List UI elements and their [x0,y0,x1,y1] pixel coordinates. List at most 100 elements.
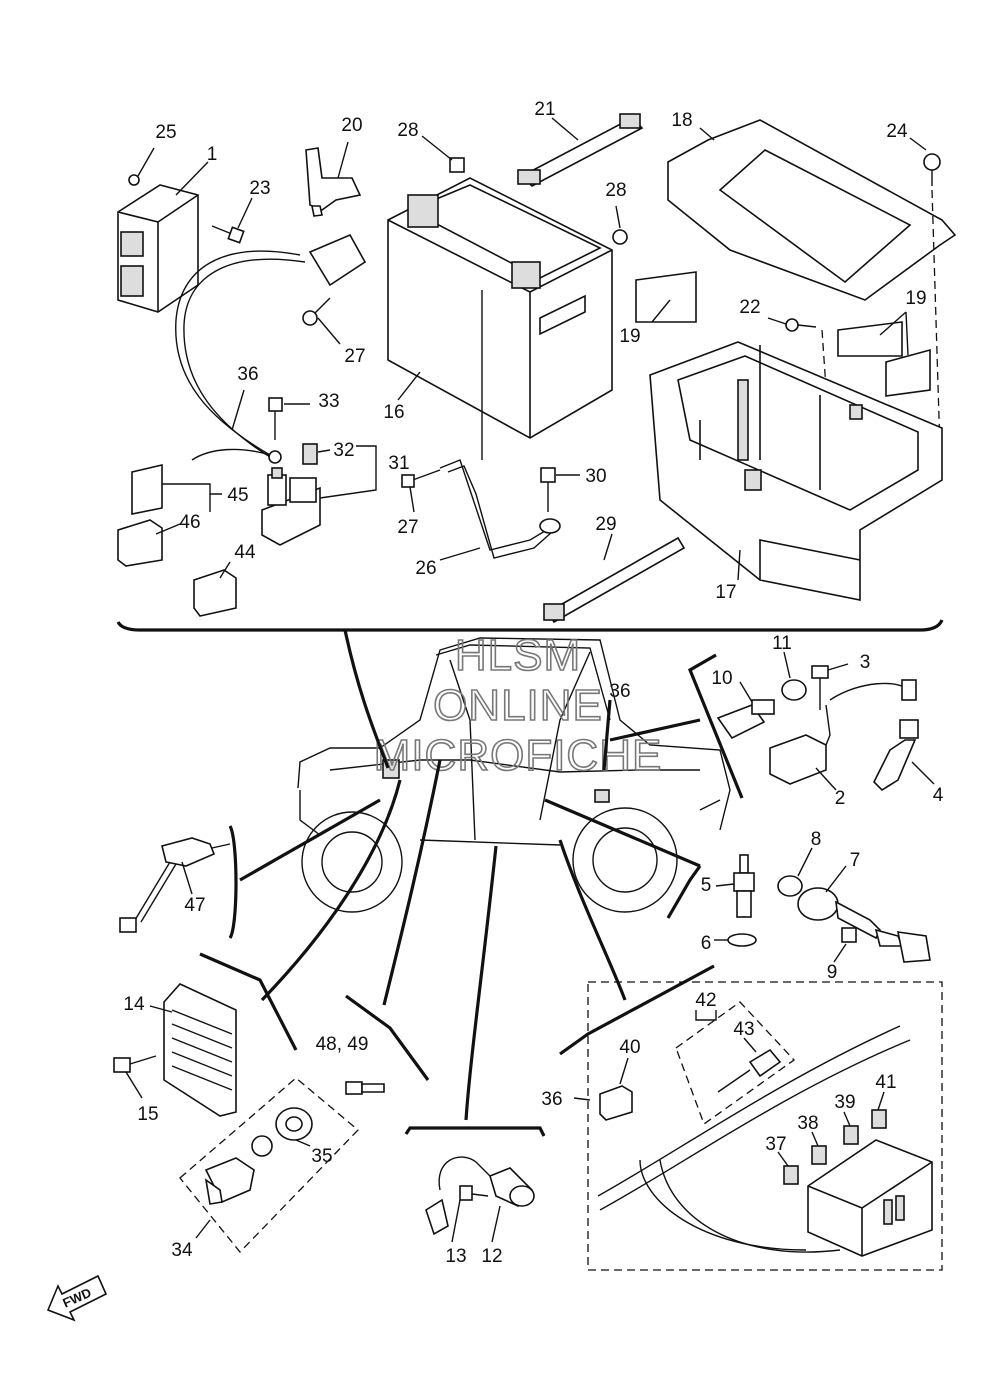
ecu-unit [117,184,199,313]
fuse-37 [783,1165,799,1185]
sensor-12 [438,1156,535,1207]
bolt-15 [113,1055,157,1073]
callout-24: 24 [886,121,908,142]
vehicle-outline [297,637,731,913]
callout-43: 43 [733,1019,754,1040]
callout-16: 16 [383,402,404,423]
callout-6: 6 [701,933,712,954]
callout-28-a: 28 [397,120,418,141]
callout-17: 17 [715,582,736,603]
fwd-arrow-icon: FWD [46,1274,108,1322]
callout-34: 34 [171,1240,193,1261]
callout-36-a: 36 [237,364,258,385]
leader-lines [239,629,701,1121]
sensor-47 [119,837,231,933]
bracket-36 [559,964,715,1056]
callout-46: 46 [179,512,200,533]
callout-21: 21 [534,99,555,120]
rubber-pad-19-b [837,321,903,357]
bolt-9 [841,927,857,943]
fuse-41 [871,1109,887,1129]
group-36-box [587,981,943,1271]
callout-27-b: 27 [397,517,418,538]
coupler-13 [425,1198,449,1236]
bolt-24 [923,153,941,451]
watermark: HLSM ONLINE MICROFICHE [373,630,662,781]
callout-32: 32 [333,440,354,461]
o-ring-8 [777,875,803,897]
holder-44 [193,569,237,617]
group-34-box [179,1077,359,1253]
nut-28-b [612,229,628,245]
battery-box-cover [667,119,957,301]
group-42-box [675,1001,795,1126]
callout-23: 23 [249,178,270,199]
callout-35: 35 [311,1146,332,1167]
callout-20: 20 [341,115,362,136]
o-ring-11 [781,679,807,701]
relay-holder-46 [117,519,163,567]
bracket-key [345,994,430,1081]
bolt-13 [459,1185,489,1201]
callout-38: 38 [797,1113,818,1134]
callout-36-c: 36 [541,1089,562,1110]
nut-28-a [449,157,465,173]
fuse-39 [843,1125,859,1145]
rubber-pad-19-c [885,348,931,397]
key-48-49 [345,1081,385,1095]
callout-27-a: 27 [344,346,365,367]
wire-36 [175,250,301,456]
callout-37: 37 [765,1134,786,1155]
terminal-cover [308,233,367,287]
section-divider [116,619,944,632]
ignition-coil [769,679,917,785]
callout-36-b: 36 [609,681,630,702]
callout-26: 26 [415,558,436,579]
rubber-pad-19-a [635,271,697,323]
callout-29: 29 [595,514,616,535]
callout-44: 44 [234,542,256,563]
battery [387,177,613,439]
rectifier-regulator [163,983,237,1117]
switch-35 [275,1107,313,1141]
callout-2: 2 [835,788,846,809]
starter-relay [261,467,321,546]
callout-31: 31 [388,453,409,474]
callout-22: 22 [739,297,760,318]
connector-43 [717,1048,782,1093]
bolt-27-top [302,297,331,326]
spark-plug [733,854,755,918]
relay-40 [599,1085,633,1121]
callout-30: 30 [585,466,606,487]
bracket-12-13 [404,1126,546,1137]
wire-harness [597,1025,911,1253]
bolt-27-lower [401,469,441,488]
bracket-14 [199,952,298,1051]
bolt-25 [128,174,140,186]
callout-28-b: 28 [605,180,626,201]
main-switch-34 [204,1135,273,1205]
battery-box [649,341,943,601]
cable-tie-29 [543,536,686,624]
bolt-22 [785,318,827,389]
callout-39: 39 [834,1092,855,1113]
callout-1: 1 [207,144,218,165]
callout-47: 47 [184,895,205,916]
sensor-7 [797,887,931,963]
bolt-23 [211,225,245,244]
callout-19-a: 19 [619,326,640,347]
fuse-38 [811,1145,827,1165]
callout-33: 33 [318,391,339,412]
callout-14: 14 [123,994,145,1015]
bracket-left-47 [228,825,238,939]
svg-text:ONLINE: ONLINE [433,681,603,730]
callout-13: 13 [445,1246,466,1267]
callout-10: 10 [711,668,732,689]
callout-9: 9 [827,962,838,983]
bracket-right-lower [666,865,702,919]
plug-cap-4 [873,719,919,792]
callout-18: 18 [671,110,692,131]
callout-48-49: 48, 49 [316,1034,369,1055]
callout-5: 5 [701,875,712,896]
